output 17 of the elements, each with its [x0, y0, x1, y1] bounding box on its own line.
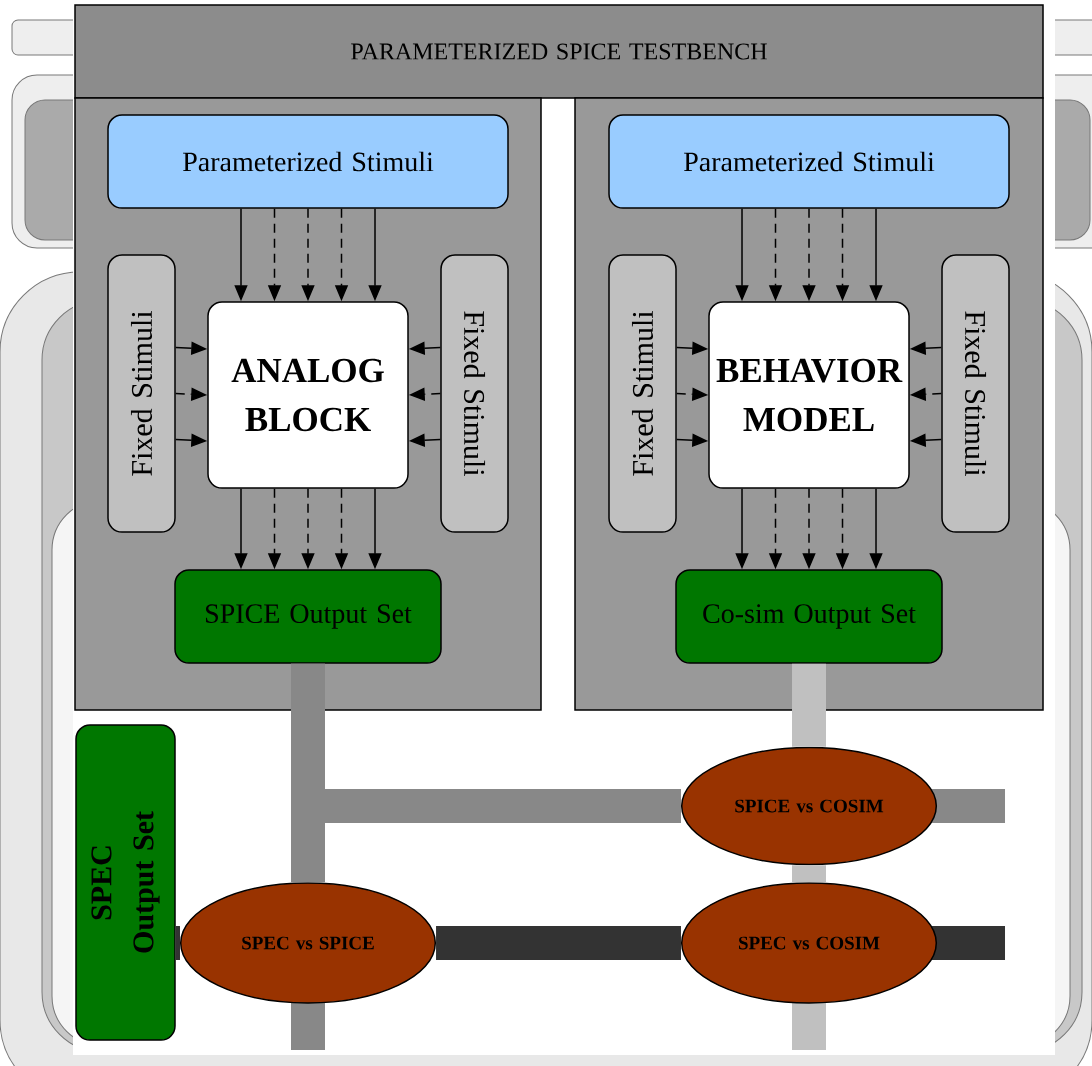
block-box: ANALOG BLOCK — [207, 301, 409, 489]
bus-bar — [291, 663, 325, 883]
output-box: Co-sim Output Set — [675, 569, 943, 664]
block-box: BEHAVIOR MODEL — [708, 301, 910, 489]
bus-bar — [792, 663, 826, 747]
stimuli-box: Parameterized Stimuli — [107, 114, 509, 209]
bus-bar — [436, 926, 681, 960]
stimuli-box: Parameterized Stimuli — [608, 114, 1010, 209]
stimuli-box: Fixed Stimuli — [941, 254, 1010, 533]
header-band: PARAMETERIZED SPICE TESTBENCH — [74, 4, 1044, 99]
stimuli-box: Fixed Stimuli — [440, 254, 509, 533]
output-box: SPEC Output Set — [75, 724, 176, 1041]
stimuli-box: Fixed Stimuli — [608, 254, 677, 533]
bus-bar — [175, 926, 180, 960]
output-box: SPICE Output Set — [174, 569, 442, 664]
stimuli-box: Fixed Stimuli — [107, 254, 176, 533]
bus-bar — [792, 865, 826, 883]
